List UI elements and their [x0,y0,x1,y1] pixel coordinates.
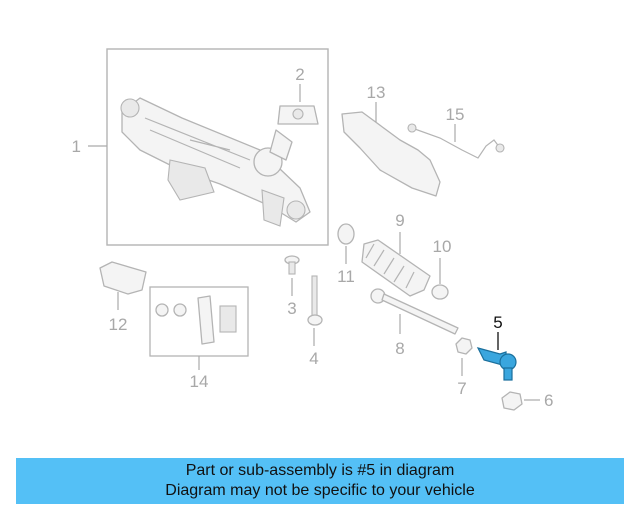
kit-clip-1 [155,303,169,317]
mount-hole [292,108,304,120]
callout-6: 6 [544,391,553,410]
part-8-inner-tie-rod [370,288,459,335]
tie-rod-end-stud [503,367,513,381]
part-13-heat-shield [341,111,441,197]
shield-body [341,111,441,197]
callout-2: 2 [295,65,304,84]
part-14-kit [149,286,249,357]
part-15-tube [407,123,505,159]
part-5-tie-rod-end [476,347,517,381]
callout-10: 10 [433,237,452,256]
rack-input-shaft [269,129,293,161]
part-9-boot [361,239,431,297]
callout-8: 8 [395,339,404,358]
callout-7: 7 [457,379,466,398]
banner-line-1: Part or sub-assembly is #5 in diagram [185,462,455,479]
kit-clip-2 [173,303,187,317]
rack-end [286,200,306,220]
rack-bracket [261,189,285,227]
part-3-bolt [284,255,300,275]
callout-15: 15 [446,105,465,124]
info-banner: Part or sub-assembly is #5 in diagram Di… [16,458,624,504]
callout-12: 12 [109,315,128,334]
callout-9: 9 [395,211,404,230]
callout-4: 4 [309,349,318,368]
callout-1: 1 [72,137,81,156]
callout-3: 3 [287,299,296,318]
callout-11: 11 [337,267,355,286]
part-11-clamp [337,223,355,245]
tube-fitting-a [407,123,417,133]
part-7-nut [455,337,473,355]
bolt-3-shank [288,261,296,275]
boot-ribs [365,243,415,289]
rack-detail-lines [144,117,251,169]
part-12-cover [99,261,147,295]
rack-left-end [120,98,140,118]
rack-motor [167,159,215,201]
boot-body [361,239,431,297]
parts-diagram: 1 2 13 15 11 9 10 8 7 [72,48,553,411]
tube-fitting-b [495,143,505,153]
bolt-4-shank [311,275,318,319]
part-10-clamp [431,284,449,300]
part-4-bolt [307,275,323,326]
tie-rod-shaft [381,293,459,335]
part-1-steering-gear [106,48,329,246]
banner-line-2: Diagram may not be specific to your vehi… [165,482,475,499]
part-2-mount [277,105,319,125]
kit-grease-tube [197,295,215,345]
callout-14: 14 [190,372,209,391]
bolt-4-head [307,314,323,326]
tube-line [411,127,501,159]
callout-5: 5 [493,313,502,332]
kit-packet [219,305,237,333]
part-6-nut [501,391,523,411]
callout-13: 13 [367,83,386,102]
